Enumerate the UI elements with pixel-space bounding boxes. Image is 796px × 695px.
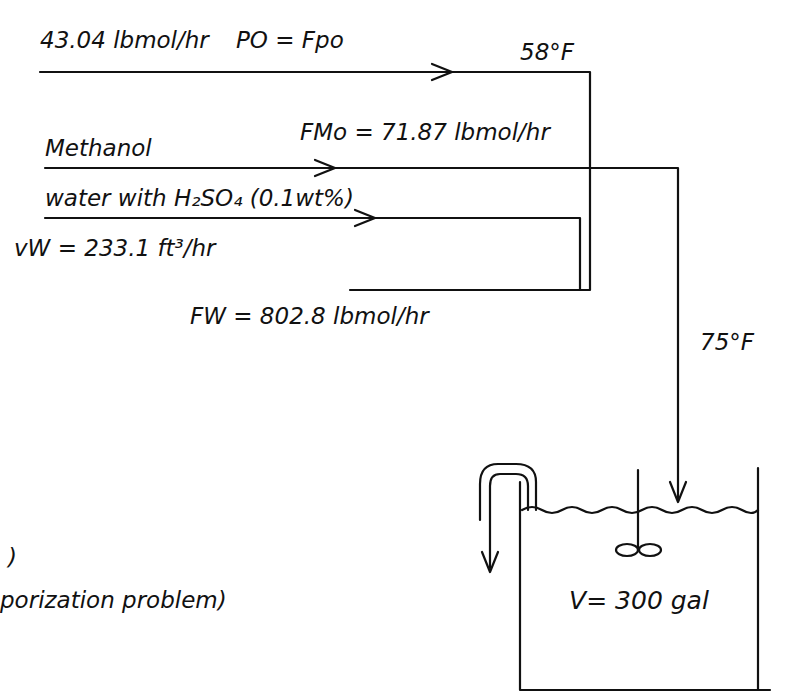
stream-note: PO = Fpo — [236, 28, 344, 53]
stream-note: 75°F — [700, 330, 754, 355]
stream-note: FW = 802.8 lbmol/hr — [190, 304, 429, 329]
stream-note: ) — [8, 545, 17, 570]
arrow-head — [482, 552, 498, 572]
liquid-level — [522, 507, 758, 513]
arrow-head — [670, 482, 686, 502]
stirrer-blade — [639, 544, 661, 556]
overflow-pipe — [480, 464, 536, 520]
stream-note: Methanol — [45, 136, 152, 161]
stirrer-shaft — [637, 470, 639, 548]
reactor-tank: V= 300 gal — [522, 560, 756, 640]
arrow-head — [315, 160, 335, 176]
tank-volume: V= 300 gal — [569, 586, 709, 615]
stream-note: vW = 233.1 ft³/hr — [14, 236, 216, 261]
stream-note: water with H₂SO₄ (0.1wt%) — [45, 186, 354, 211]
stream-note: 58°F — [520, 40, 574, 65]
arrow-head — [432, 64, 452, 80]
stream-note: porization problem) — [0, 588, 227, 613]
arrow-head — [355, 210, 375, 226]
tank-wall — [520, 468, 770, 690]
combined-line — [590, 168, 678, 500]
feed-line — [45, 167, 590, 169]
stirrer-blade — [616, 544, 638, 556]
overflow-pipe — [490, 474, 528, 568]
stream-note: FMo = 71.87 lbmol/hr — [300, 120, 550, 145]
stream-note: 43.04 lbmol/hr — [40, 28, 209, 53]
